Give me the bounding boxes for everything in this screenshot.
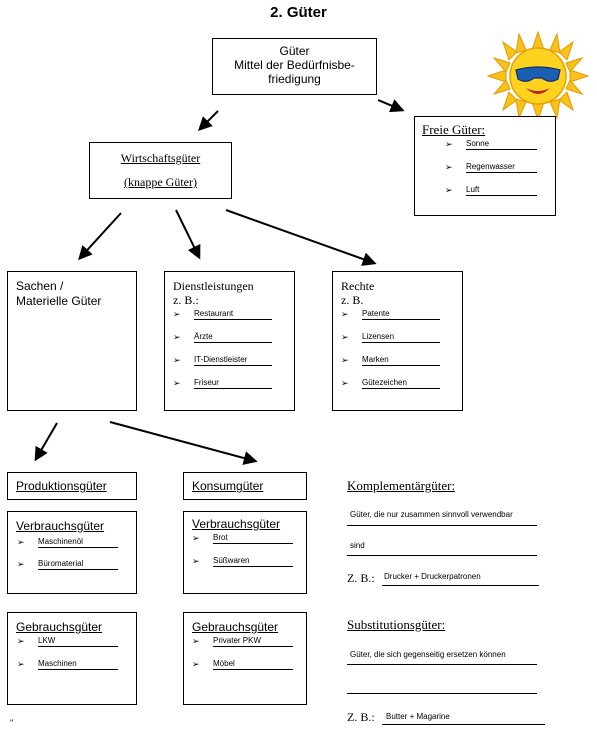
free-goods-item-label: Sonne (466, 139, 490, 148)
rights-box: Rechte z. B. (332, 271, 463, 411)
arrow-economic-to-material (78, 212, 122, 261)
complementary-example-prefix: Z. B.: (347, 571, 375, 585)
bullet-arrow-icon: ➢ (341, 355, 349, 365)
services-box: Dienstleistungen z. B.: (164, 271, 295, 411)
economic-goods-box: Wirtschaftsgüter (knappe Güter) (89, 142, 232, 199)
material-goods-sublabel: Materielle Güter (16, 294, 102, 308)
substitute-example: Butter + Magarine (386, 712, 450, 721)
prod-durables-heading: Gebrauchsgüter (16, 620, 103, 634)
bullet-arrow-icon: ➢ (445, 185, 453, 195)
cons-durables-box: Gebrauchsgüter (183, 612, 307, 705)
footer-mark: " (10, 718, 14, 728)
bullet-arrow-icon: ➢ (341, 309, 349, 319)
bullet-arrow-icon: ➢ (173, 355, 181, 365)
production-goods-label: Produktionsgüter (16, 479, 107, 493)
bullet-arrow-icon: ➢ (17, 537, 25, 547)
goods-label: Güter (279, 44, 310, 58)
rights-item-label: Patente (362, 309, 390, 318)
prod-consumables-box: Verbrauchsgüter (7, 511, 137, 594)
rights-item-label: Lizensen (362, 332, 395, 341)
page-title: 2. Güter (270, 4, 327, 21)
bullet-arrow-icon: ➢ (445, 162, 453, 172)
rights-example-prefix: z. B. (341, 293, 364, 307)
substitute-definition-line1: Güter, die sich gegenseitig ersetzen kön… (350, 650, 506, 659)
bullet-arrow-icon: ➢ (17, 659, 25, 669)
rights-label: Rechte (341, 279, 375, 293)
prod-consumables-heading: Verbrauchsgüter (16, 519, 105, 533)
prod-consumables-item-label: Büromaterial (38, 559, 84, 568)
goods-definition-line1: Mittel der Bedürfnisbe- (234, 58, 355, 72)
material-goods-box: Sachen / Materielle Güter (7, 271, 137, 411)
substitute-heading: Substitutionsgüter: (347, 617, 446, 632)
cons-consumables-box: Verbrauchsgüter (183, 511, 307, 594)
free-goods-item-label: Luft (466, 185, 480, 194)
free-goods-item-label: Regenwasser (466, 162, 515, 171)
arrow-goods-to-free (377, 99, 405, 113)
complementary-line (347, 555, 537, 556)
sun-illustration (486, 30, 590, 122)
complementary-line (347, 525, 537, 526)
rights-item-label: Gütezeichen (362, 378, 407, 387)
rights-item-label: Marken (362, 355, 389, 364)
arrow-economic-to-services (175, 209, 201, 260)
substitute-line (347, 664, 537, 665)
bullet-arrow-icon: ➢ (173, 332, 181, 342)
substitute-line (347, 693, 537, 694)
services-label: Dienstleistungen (173, 279, 254, 293)
material-goods-label: Sachen / (16, 279, 64, 293)
services-example-prefix: z. B.: (173, 293, 199, 307)
goods-definition-line2: friedigung (268, 72, 321, 86)
services-item-label: Friseur (194, 378, 219, 387)
arrow-material-to-production (34, 422, 58, 462)
complementary-example-line (382, 585, 539, 586)
consumer-goods-label: Konsumgüter (192, 479, 264, 493)
prod-durables-item-label: LKW (38, 636, 56, 645)
bullet-arrow-icon: ➢ (341, 378, 349, 388)
free-goods-box: Freie Güter: ➢ Sonne ➢ Regenwasser ➢ Luf… (414, 116, 556, 216)
prod-durables-box: Gebrauchsgüter (7, 612, 137, 705)
arrow-material-to-consumer (109, 421, 258, 465)
bullet-arrow-icon: ➢ (192, 636, 200, 646)
complementary-heading: Komplementärgüter: (347, 478, 456, 493)
cons-durables-item-label: Privater PKW (213, 636, 262, 645)
economic-goods-sublabel: (knappe Güter) (124, 175, 197, 189)
prod-durables-item-label: Maschinen (38, 659, 77, 668)
substitute-example-prefix: Z. B.: (347, 710, 375, 724)
bullet-arrow-icon: ➢ (17, 559, 25, 569)
cons-consumables-heading: Verbrauchsgüter (192, 517, 281, 531)
bullet-arrow-icon: ➢ (341, 332, 349, 342)
cons-durables-heading: Gebrauchsgüter (192, 620, 279, 634)
economic-goods-label: Wirtschaftsgüter (120, 151, 201, 165)
substitute-example-line (382, 724, 545, 725)
cons-durables-item-label: Möbel (213, 659, 235, 668)
services-item-label: Ärzte (194, 332, 213, 341)
complementary-example: Drucker + Druckerpatronen (384, 572, 481, 581)
sun-with-sunglasses-icon (486, 30, 590, 122)
free-goods-heading: Freie Güter: (422, 122, 486, 137)
services-item-label: Restaurant (194, 309, 234, 318)
production-goods-box: Produktionsgüter (7, 472, 137, 500)
consumer-goods-box: Konsumgüter (183, 472, 307, 500)
bullet-arrow-icon: ➢ (445, 139, 453, 149)
cons-consumables-item-label: Süßwaren (213, 556, 250, 565)
complementary-definition-line2: sind (350, 541, 365, 550)
complementary-definition-line1: Güter, die nur zusammen sinnvoll verwend… (350, 510, 513, 519)
bullet-arrow-icon: ➢ (173, 309, 181, 319)
services-item-label: IT-Dienstleister (194, 355, 248, 364)
cons-consumables-item-label: Brot (213, 533, 228, 542)
bullet-arrow-icon: ➢ (17, 636, 25, 646)
bullet-arrow-icon: ➢ (192, 533, 200, 543)
bullet-arrow-icon: ➢ (173, 378, 181, 388)
bullet-arrow-icon: ➢ (192, 556, 200, 566)
arrow-economic-to-rights (225, 209, 377, 266)
prod-consumables-item-label: Maschinenöl (38, 537, 83, 546)
arrow-goods-to-economic (198, 110, 219, 131)
goods-definition-box: Güter Mittel der Bedürfnisbe- friedigung (212, 38, 377, 95)
bullet-arrow-icon: ➢ (192, 659, 200, 669)
